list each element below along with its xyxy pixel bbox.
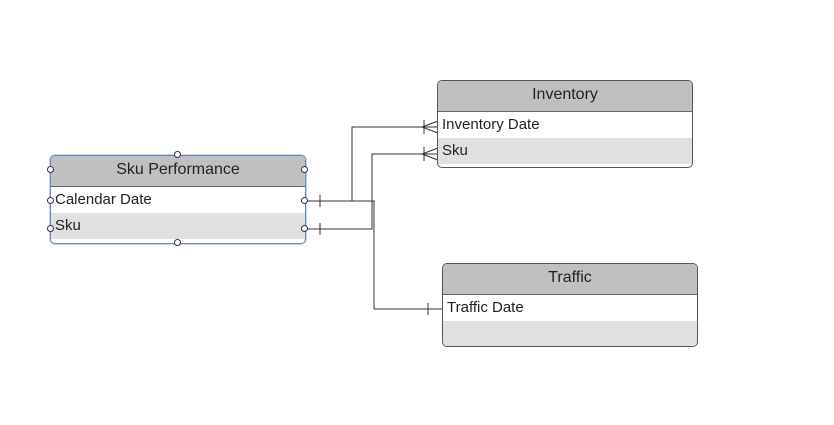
- entity-inventory[interactable]: Inventory Inventory Date Sku: [437, 80, 693, 168]
- resize-handle-bottom[interactable]: [174, 239, 181, 246]
- crowfoot-marker: [421, 120, 439, 128]
- field-sku[interactable]: Sku: [51, 213, 305, 239]
- resize-handle-top-right[interactable]: [301, 166, 308, 173]
- field-empty: [443, 321, 697, 346]
- field-traffic-date[interactable]: Traffic Date: [447, 299, 524, 316]
- field-sku[interactable]: Sku: [438, 138, 692, 164]
- connection-port-calendar-date-left[interactable]: [47, 197, 54, 204]
- crowfoot-marker: [421, 147, 439, 155]
- connection-port-sku-left[interactable]: [47, 225, 54, 232]
- entity-title: Inventory: [438, 81, 692, 112]
- resize-handle-top-left[interactable]: [47, 166, 54, 173]
- entity-title: Traffic: [443, 264, 697, 295]
- relationship-calendar-date-inventory-date[interactable]: [305, 120, 439, 207]
- relationship-calendar-date-traffic-date[interactable]: [320, 200, 443, 315]
- relationship-sku-inventory-sku[interactable]: [305, 147, 439, 235]
- entity-sku-performance[interactable]: Sku Performance Calendar Date Sku: [50, 155, 306, 244]
- connection-port-sku-right[interactable]: [301, 225, 308, 232]
- field-calendar-date[interactable]: Calendar Date: [55, 191, 152, 208]
- connection-port-calendar-date-right[interactable]: [301, 197, 308, 204]
- entity-traffic[interactable]: Traffic Traffic Date: [442, 263, 698, 347]
- entity-title: Sku Performance: [51, 156, 305, 187]
- resize-handle-top[interactable]: [174, 151, 181, 158]
- field-inventory-date[interactable]: Inventory Date: [442, 116, 540, 133]
